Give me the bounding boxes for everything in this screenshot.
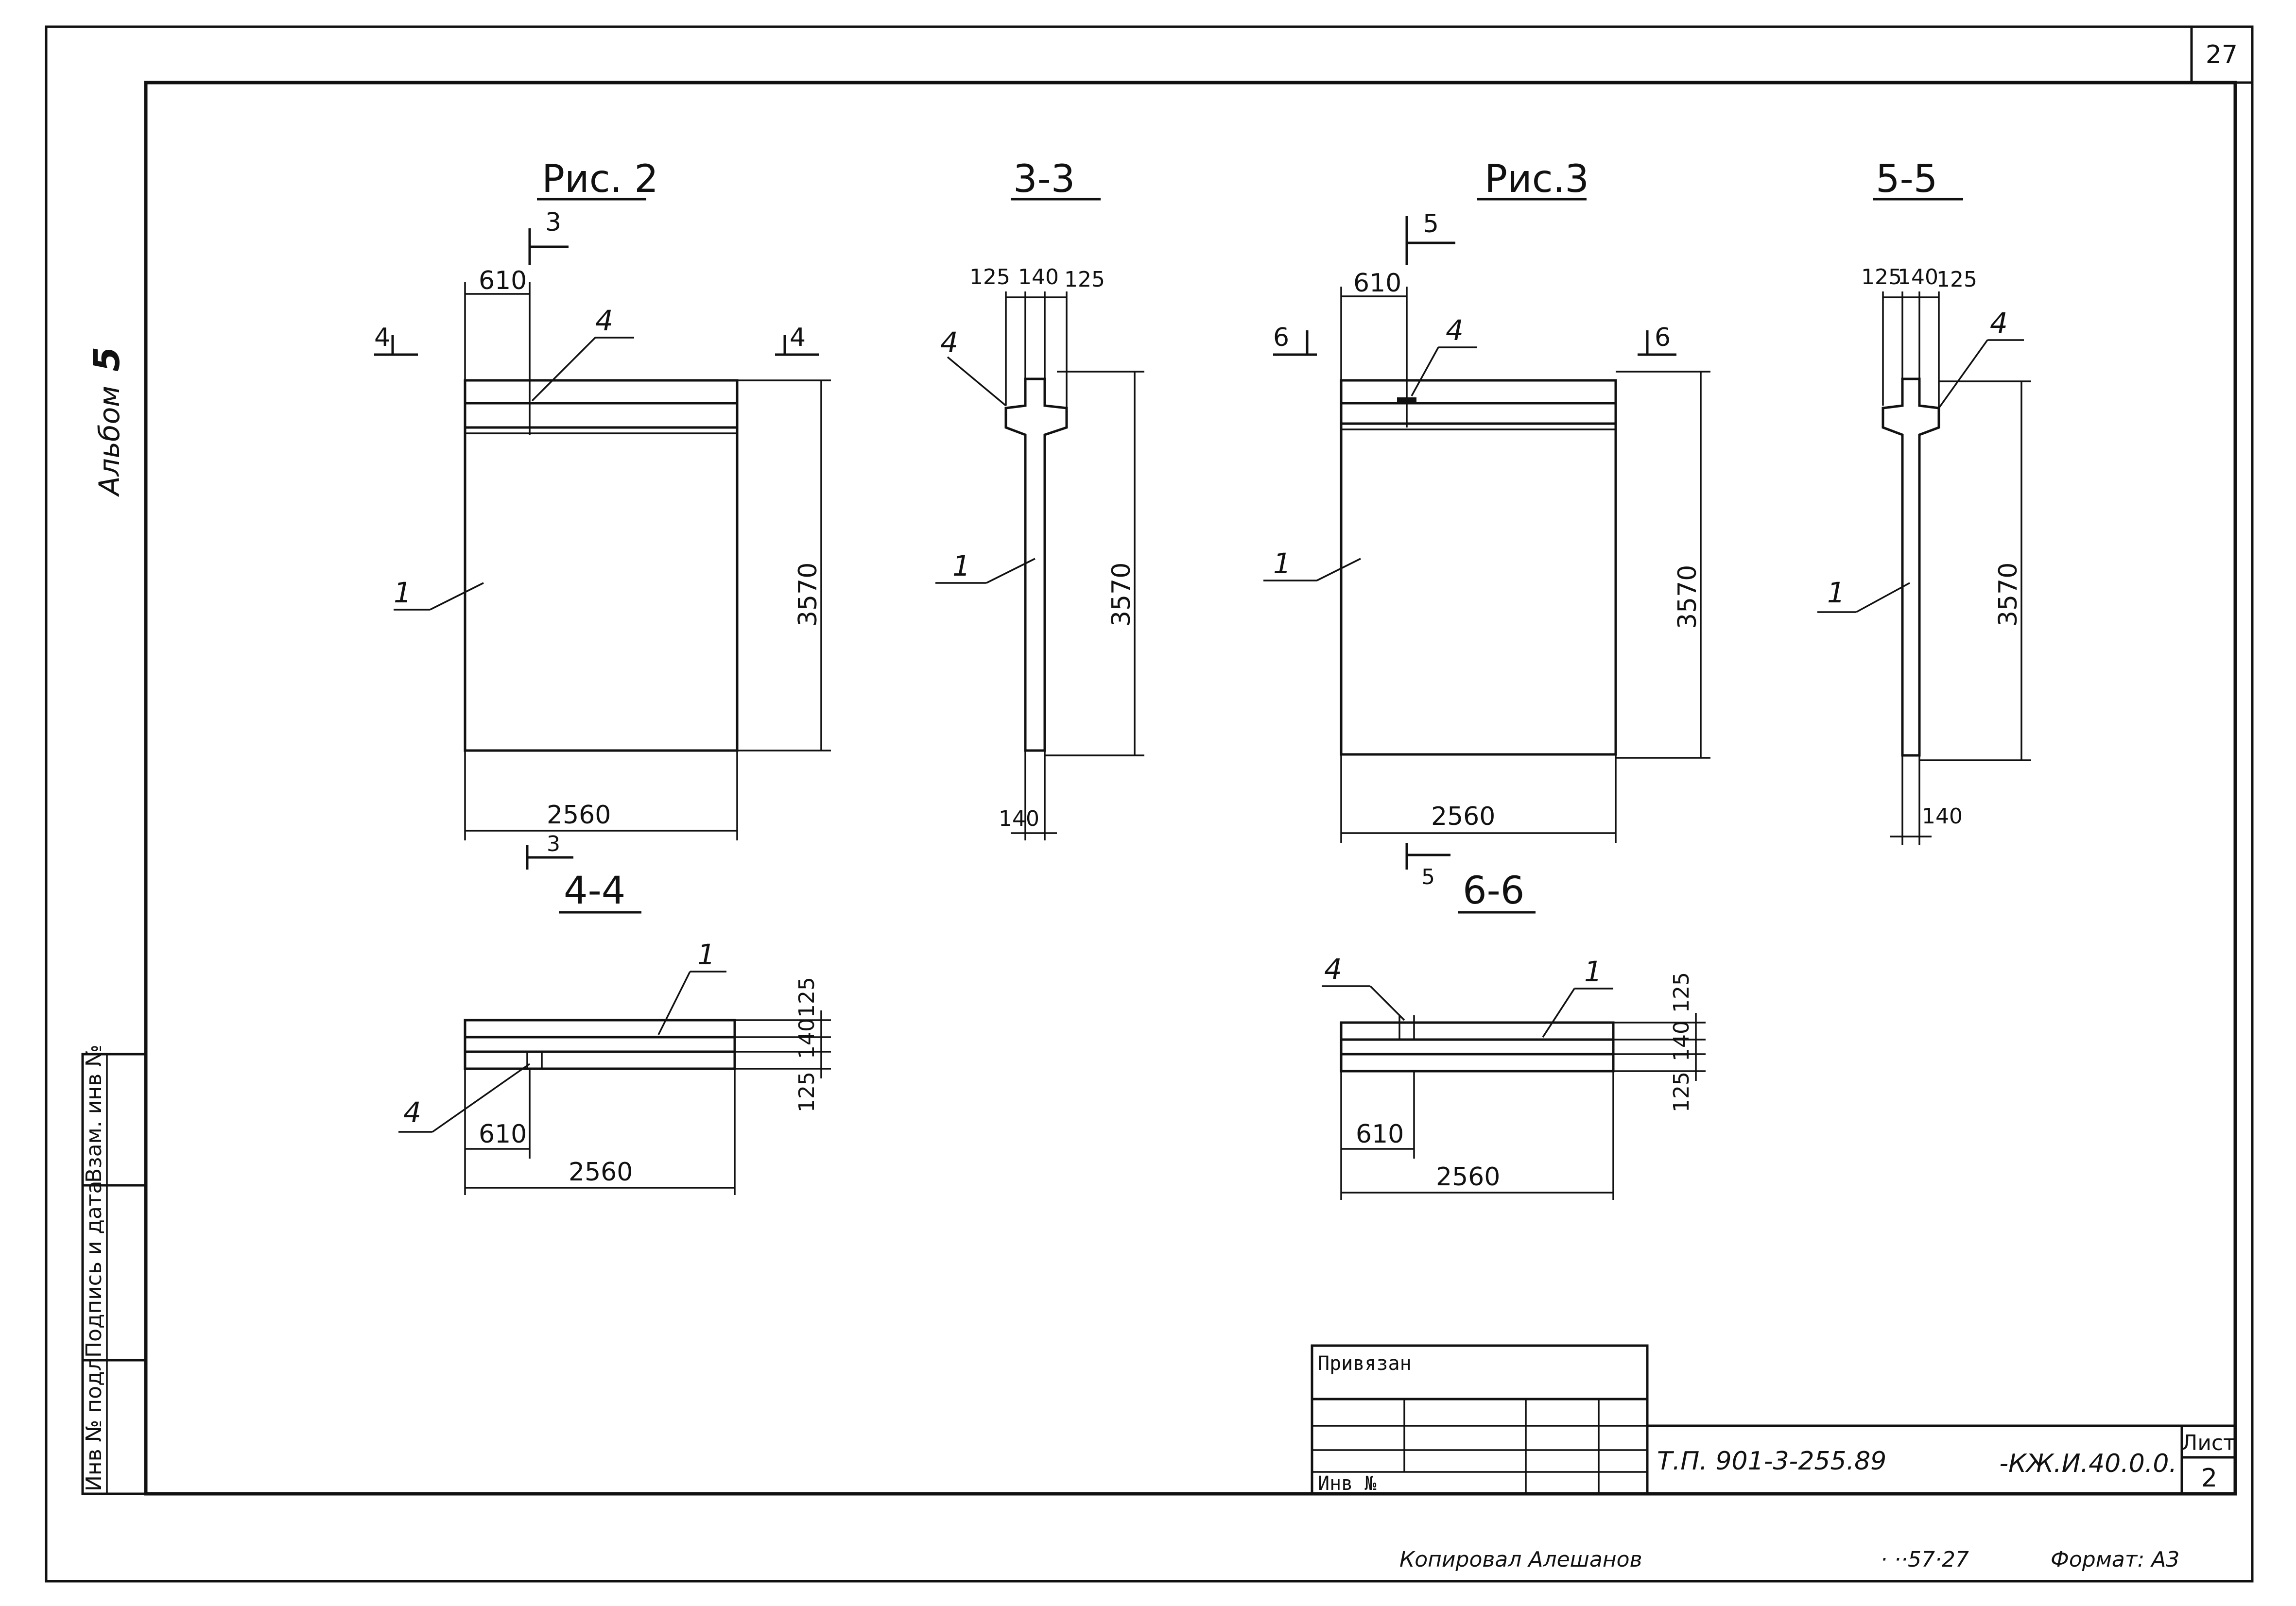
sec55: 5-5 125 140 125 4 1 3570 140 <box>1817 157 2031 845</box>
sec66-h3: 125 <box>1669 1072 1694 1112</box>
inner-frame <box>144 81 2237 1496</box>
page-number-box <box>2190 25 2254 84</box>
sec55-bottom: 140 <box>1922 804 1963 829</box>
sec33-d2: 140 <box>1018 265 1059 290</box>
fig2-cut3-bottom: 3 <box>547 832 560 856</box>
fig2-height: 3570 <box>794 563 823 627</box>
sec44: 4-4 1 4 125 140 125 610 2560 <box>398 869 831 1195</box>
sec44-profile <box>464 1019 736 1070</box>
copied-by: Копировал Алешанов <box>1399 1547 1642 1572</box>
sec44-h2: 140 <box>794 1018 819 1059</box>
fig2-cut4-right: 4 <box>790 323 806 352</box>
fig2-title: Рис. 2 <box>542 157 658 201</box>
fig3-cut6-right: 6 <box>1655 323 1671 352</box>
fig3-height: 3570 <box>1673 565 1702 629</box>
sec55-d2: 140 <box>1898 265 1938 290</box>
fig3-title: Рис.3 <box>1485 157 1589 201</box>
album-number: 5 <box>86 347 128 372</box>
sec66-h2: 140 <box>1669 1021 1694 1061</box>
tb-list-label: Лист <box>2181 1431 2236 1455</box>
fig2-width: 2560 <box>547 801 611 830</box>
sec33-d1: 125 <box>969 265 1010 290</box>
sec33: 3-3 125 140 125 4 1 3570 140 <box>935 157 1144 840</box>
sec44-title: 4-4 <box>564 869 625 913</box>
format-label: Формат: А3 <box>2051 1547 2179 1572</box>
fig3-width: 2560 <box>1431 802 1495 831</box>
title-block: Привязан Инв № Т.П. 901-3-255.89 -КЖ.И.4… <box>1311 1344 2237 1495</box>
sec55-callout-panel: 1 <box>1827 576 1845 609</box>
sec33-callout-item: 4 <box>940 326 958 359</box>
sec44-h1: 125 <box>794 977 819 1018</box>
sec66-callout-item: 4 <box>1324 953 1342 986</box>
fig3-cut5-top: 5 <box>1423 209 1439 239</box>
sec44-callout-panel: 1 <box>697 938 715 971</box>
tb-list-number: 2 <box>2201 1464 2217 1493</box>
fig3-cut6-left: 6 <box>1273 323 1289 352</box>
fig2-panel <box>464 379 739 752</box>
fig3-offset: 610 <box>1353 269 1401 298</box>
album-label: Альбом 5 <box>86 347 128 498</box>
sec33-d3: 125 <box>1064 267 1105 292</box>
sec66-title: 6-6 <box>1463 869 1524 913</box>
side-stamp: Инв № подл Подпись и дата Взам. инв № <box>81 1044 147 1495</box>
sec33-height: 3570 <box>1107 563 1136 627</box>
sec33-title: 3-3 <box>1013 157 1075 201</box>
fig2-cut3-top: 3 <box>545 208 561 237</box>
fig3-callout-item: 4 <box>1446 314 1464 347</box>
stamp-podpis-data: Подпись и дата <box>82 1181 106 1358</box>
tb-project-code: Т.П. 901-3-255.89 <box>1657 1447 1886 1476</box>
stamp-vzam-inv: Взам. инв № <box>82 1044 106 1183</box>
sec44-callout-item: 4 <box>403 1096 421 1129</box>
fig3: Рис.3 5 5 6 6 610 4 1 <box>1263 157 1710 889</box>
sec66-profile <box>1340 1021 1615 1073</box>
tb-sheet-code: -КЖ.И.40.0.0. <box>1999 1449 2177 1478</box>
sec44-width: 2560 <box>569 1158 633 1187</box>
fig2-callout-item: 4 <box>595 304 613 337</box>
sec55-callout-item: 4 <box>1990 307 2008 340</box>
sec66-h1: 125 <box>1669 972 1694 1013</box>
tb-inv-no: Инв № <box>1318 1472 1376 1495</box>
sec66-width: 2560 <box>1436 1162 1500 1192</box>
tb-privyazan: Привязан <box>1318 1352 1412 1375</box>
page-number: 27 <box>2206 40 2238 69</box>
album-label-text: Альбом <box>93 386 126 497</box>
sec55-profile <box>1882 377 1940 757</box>
sec66-callout-panel: 1 <box>1584 955 1602 988</box>
fig3-panel <box>1340 379 1617 756</box>
sec55-title: 5-5 <box>1876 157 1937 201</box>
sec66-offset: 610 <box>1356 1120 1404 1149</box>
copied-marks: · ··57·27 <box>1881 1547 1969 1572</box>
sec33-bottom: 140 <box>999 806 1039 831</box>
sec55-d1: 125 <box>1861 265 1902 290</box>
outer-frame <box>45 25 2254 1583</box>
fig3-cut5-bottom: 5 <box>1421 865 1435 889</box>
fig3-callout-panel: 1 <box>1273 547 1291 580</box>
sec66: 6-6 4 1 125 140 125 610 2560 <box>1322 869 1706 1200</box>
fig2-offset: 610 <box>479 266 527 295</box>
fig2-callout-panel: 1 <box>394 576 412 609</box>
stamp-inv-podl: Инв № подл <box>82 1357 106 1491</box>
fig2: Рис. 2 3 3 4 4 610 4 1 <box>374 157 831 870</box>
sec55-height: 3570 <box>1994 563 2023 627</box>
fig2-cut4-left: 4 <box>374 323 390 352</box>
sec44-offset: 610 <box>479 1120 527 1149</box>
sec44-h3: 125 <box>794 1072 819 1112</box>
sec33-callout-panel: 1 <box>952 549 970 582</box>
sec33-profile <box>1004 377 1068 752</box>
sec55-d3: 125 <box>1936 267 1977 292</box>
